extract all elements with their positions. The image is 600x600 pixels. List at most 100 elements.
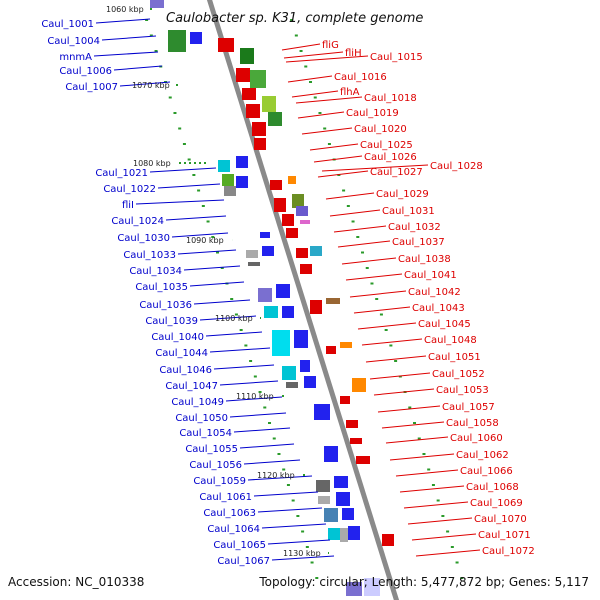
tick-dot <box>253 375 257 378</box>
tick-dot <box>431 484 435 486</box>
tick-dot <box>337 174 341 176</box>
leader-line <box>295 96 363 104</box>
gene-feature <box>262 246 274 256</box>
leader-line <box>341 257 397 265</box>
tick-dot <box>365 267 369 269</box>
tick-dot <box>291 499 295 502</box>
gene-feature <box>150 0 164 8</box>
tick-dot <box>315 577 319 579</box>
gene-label-left: Caul_1065 <box>213 540 266 551</box>
gene-feature <box>292 194 304 208</box>
leader-line <box>317 170 369 178</box>
gene-label-left: Caul_1047 <box>165 381 218 392</box>
gene-label-right: Caul_1068 <box>466 482 519 493</box>
tick-dot <box>356 236 360 238</box>
gene-label-right: Caul_1028 <box>430 161 483 172</box>
gene-label-right: Caul_1070 <box>474 514 527 525</box>
gene-feature <box>340 396 350 404</box>
leader-line <box>213 364 275 370</box>
leader-line <box>271 555 335 561</box>
leader-line <box>261 523 327 529</box>
leader-line <box>233 427 291 433</box>
tick-label: 1080 kbp <box>133 159 171 168</box>
gene-label-right: Caul_1031 <box>382 206 435 217</box>
tick-dot <box>379 313 383 316</box>
gene-label-left: Caul_1034 <box>129 266 182 277</box>
gene-label-left: Caul_1054 <box>179 428 232 439</box>
gene-label-left: Caul_1040 <box>151 332 204 343</box>
leader-line <box>389 453 455 461</box>
tick-dot <box>216 251 220 254</box>
gene-label-right: Caul_1019 <box>346 108 399 119</box>
gene-label-right: Caul_1016 <box>334 72 387 83</box>
leader-line <box>165 215 227 221</box>
gene-label-left: Caul_1036 <box>139 300 192 311</box>
gene-label-right: Caul_1060 <box>450 433 503 444</box>
tick-dot <box>258 391 262 393</box>
gene-feature <box>286 382 298 388</box>
gene-feature <box>300 220 310 224</box>
gene-feature <box>314 404 330 420</box>
gene-feature <box>348 526 360 540</box>
leader-line <box>199 315 257 321</box>
gene-label-left: Caul_1061 <box>199 492 252 503</box>
tick-label: 1120 kbp <box>257 471 295 480</box>
leader-line <box>385 436 449 444</box>
leader-line <box>415 549 481 557</box>
gene-label-left: Caul_1021 <box>95 168 148 179</box>
gene-label-left: Caul_1024 <box>111 216 164 227</box>
tick-dot <box>182 143 186 145</box>
leader-line <box>225 396 283 402</box>
leader-line <box>395 469 459 477</box>
tick-dot <box>294 34 298 37</box>
tick-dot <box>417 437 421 440</box>
tick-dot <box>413 422 417 424</box>
gene-feature <box>274 198 286 212</box>
leader-line <box>399 485 465 493</box>
gene-label-left: Caul_1059 <box>193 476 246 487</box>
leader-line <box>325 192 375 200</box>
leader-line <box>171 232 229 238</box>
map-title: Caulobacter sp. K31, complete genome <box>166 11 423 26</box>
leader-line <box>313 155 363 163</box>
tick-dot <box>346 205 350 207</box>
leader-line <box>149 167 217 173</box>
tick-dot <box>327 143 331 145</box>
tick-label: 1110 kbp <box>236 392 274 401</box>
tick-dot <box>220 267 224 269</box>
leader-line <box>373 388 435 396</box>
leader-line <box>301 127 353 135</box>
leader-line <box>95 18 151 24</box>
gene-label-left: Caul_1030 <box>117 233 170 244</box>
leader-line <box>101 35 157 41</box>
gene-label-right: Caul_1015 <box>370 52 423 63</box>
gene-label-right: Caul_1053 <box>436 385 489 396</box>
gene-feature <box>352 378 366 392</box>
gene-label-left: Caul_1049 <box>171 397 224 408</box>
gene-feature <box>300 360 310 372</box>
leader-line <box>297 111 345 119</box>
gene-label-left: fliI <box>122 200 134 211</box>
leader-line <box>407 517 473 525</box>
gene-feature <box>222 174 234 186</box>
tick-dot <box>154 50 158 52</box>
gene-label-right: Caul_1029 <box>376 189 429 200</box>
tick-dot <box>455 561 459 564</box>
gene-feature <box>328 528 340 540</box>
tick-dot <box>361 251 365 254</box>
gene-label-right: Caul_1041 <box>404 270 457 281</box>
gene-label-left: Caul_1050 <box>175 413 228 424</box>
tick-dot <box>178 127 182 130</box>
leader-line <box>309 143 359 151</box>
tick-dot <box>296 515 300 517</box>
gene-label-right: Caul_1018 <box>364 93 417 104</box>
tick-dots <box>145 19 464 579</box>
leader-line <box>403 501 469 509</box>
gene-label-right: fliH <box>345 48 362 59</box>
label-leaders <box>93 18 481 561</box>
gene-label-right: Caul_1069 <box>470 498 523 509</box>
gene-feature <box>286 228 298 238</box>
leader-line <box>229 412 287 418</box>
gene-feature <box>282 306 294 318</box>
